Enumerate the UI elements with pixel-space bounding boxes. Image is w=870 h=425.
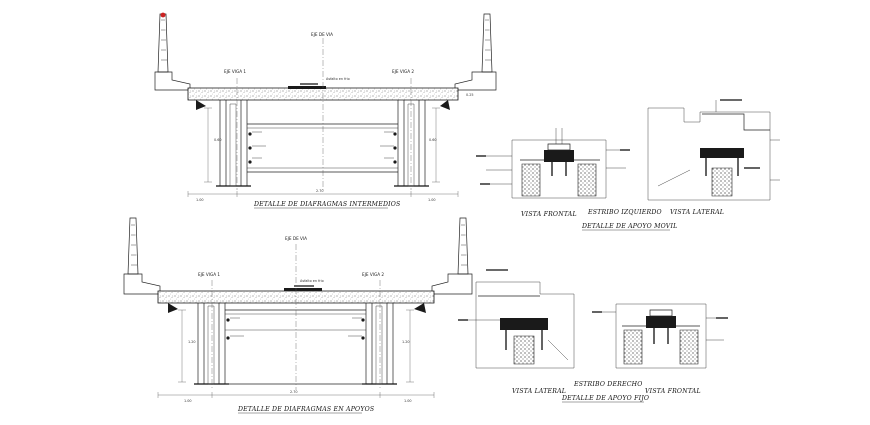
- svg-text:1.00: 1.00: [184, 399, 192, 403]
- top-asphalt-note: Asfalto en frio: [326, 77, 350, 81]
- svg-text:1.00: 1.00: [428, 198, 436, 202]
- fixed-side-view: [458, 269, 575, 369]
- bottom-beam-left-label: EJE VIGA 1: [198, 272, 220, 277]
- bottom-beam-right-label: EJE VIGA 2: [362, 272, 384, 277]
- movable-side-view: [647, 99, 780, 201]
- bottom-axis-label: EJE DE VIA: [285, 236, 307, 241]
- bottom-diaphragm-section: 1.20 1.20 2.70 1.00 1.00 EJE DE VIA EJE …: [123, 217, 473, 414]
- top-left-barrier: [154, 12, 191, 91]
- movable-front-view-label: VISTA FRONTAL: [521, 211, 577, 218]
- top-right-girder: [394, 100, 429, 187]
- bottom-section-title: DETALLE DE DIAFRAGMAS EN APOYOS: [237, 406, 374, 413]
- bottom-diaphragm: [225, 309, 366, 385]
- top-section-title: DETALLE DE DIAFRAGMAS INTERMEDIOS: [253, 201, 400, 208]
- top-diaphragm-section: 0.60 0.60 2.70 1.00 1.00 0.25 EJE DE VIA…: [154, 12, 497, 209]
- bottom-right-girder: [362, 303, 397, 385]
- movable-side-view-label: VISTA LATERAL: [670, 209, 724, 216]
- movable-abutment-label: ESTRIBO IZQUIERDO: [587, 209, 662, 216]
- svg-text:0.60: 0.60: [429, 138, 437, 142]
- svg-text:1.00: 1.00: [196, 198, 204, 202]
- svg-text:0.25: 0.25: [466, 93, 474, 97]
- svg-text:2.70: 2.70: [316, 189, 324, 193]
- fixed-bearing-detail: VISTA LATERAL ESTRIBO DERECHO VISTA FRON…: [458, 269, 728, 403]
- bottom-right-barrier: [431, 217, 473, 295]
- fixed-abutment-label: ESTRIBO DERECHO: [573, 381, 643, 388]
- top-beam-right-label: EJE VIGA 2: [392, 69, 414, 74]
- movable-front-view: [476, 128, 630, 199]
- fixed-front-view-label: VISTA FRONTAL: [645, 388, 701, 395]
- svg-text:1.20: 1.20: [402, 340, 410, 344]
- top-beam-left-label: EJE VIGA 1: [224, 69, 246, 74]
- bottom-left-girder: [194, 303, 229, 385]
- top-right-barrier: [454, 13, 497, 91]
- top-diaphragm: [247, 123, 398, 173]
- bottom-left-barrier: [123, 217, 161, 295]
- fixed-front-view: [592, 303, 728, 369]
- movable-bearing-title: DETALLE DE APOYO MOVIL: [581, 223, 677, 230]
- fixed-side-view-label: VISTA LATERAL: [512, 388, 566, 395]
- svg-text:0.60: 0.60: [214, 138, 222, 142]
- top-left-girder: [216, 100, 251, 187]
- movable-bearing-detail: VISTA FRONTAL ESTRIBO IZQUIERDO VISTA LA…: [476, 99, 780, 231]
- red-marker: [160, 12, 166, 18]
- svg-text:1.00: 1.00: [404, 399, 412, 403]
- svg-text:1.20: 1.20: [188, 340, 196, 344]
- top-axis-label: EJE DE VIA: [311, 32, 333, 37]
- bottom-asphalt-note: Asfalto en frio: [300, 279, 324, 283]
- svg-text:2.70: 2.70: [290, 390, 298, 394]
- fixed-bearing-title: DETALLE DE APOYO FIJO: [561, 395, 649, 402]
